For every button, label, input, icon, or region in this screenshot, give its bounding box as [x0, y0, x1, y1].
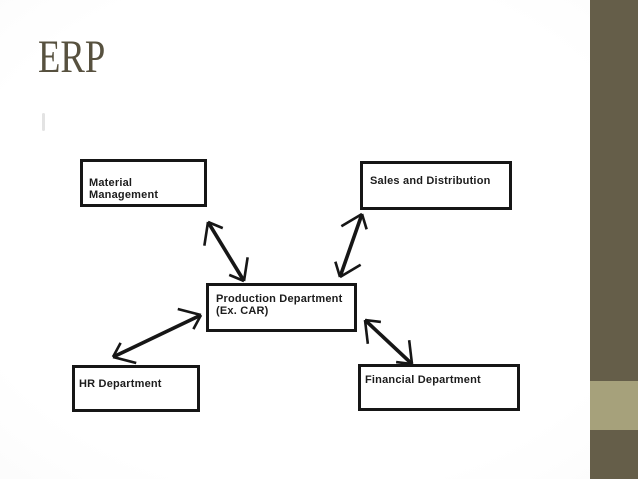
slide-title: ERP: [38, 31, 106, 83]
diagram-node-production-department: Production Department(Ex. CAR): [206, 283, 357, 332]
node-label-line: Production Department: [216, 293, 343, 305]
arrow-material-management--production-department: [203, 220, 249, 283]
sidebar-block-top: [590, 0, 638, 381]
diagram-node-financial-department: Financial Department: [358, 364, 520, 411]
arrow-production-department--hr-department: [111, 307, 203, 365]
node-label-line: Management: [89, 189, 159, 201]
sidebar-block-accent: [590, 381, 638, 430]
sidebar-block-bottom: [590, 430, 638, 479]
arrow-sales-and-distribution--production-department: [334, 212, 368, 279]
node-label-line: HR Department: [79, 378, 162, 390]
node-label-line: Financial Department: [365, 374, 481, 386]
diagram-node-sales-and-distribution: Sales and Distribution: [360, 161, 512, 210]
arrow-production-department--financial-department: [363, 318, 414, 366]
node-label-line: Material: [89, 177, 133, 189]
right-theme-sidebar: [590, 0, 638, 479]
diagram-node-hr-department: HR Department: [72, 365, 200, 412]
stray-bullet-mark: [42, 113, 45, 131]
node-label-line: (Ex. CAR): [216, 305, 269, 317]
node-label-line: Sales and Distribution: [370, 175, 491, 187]
